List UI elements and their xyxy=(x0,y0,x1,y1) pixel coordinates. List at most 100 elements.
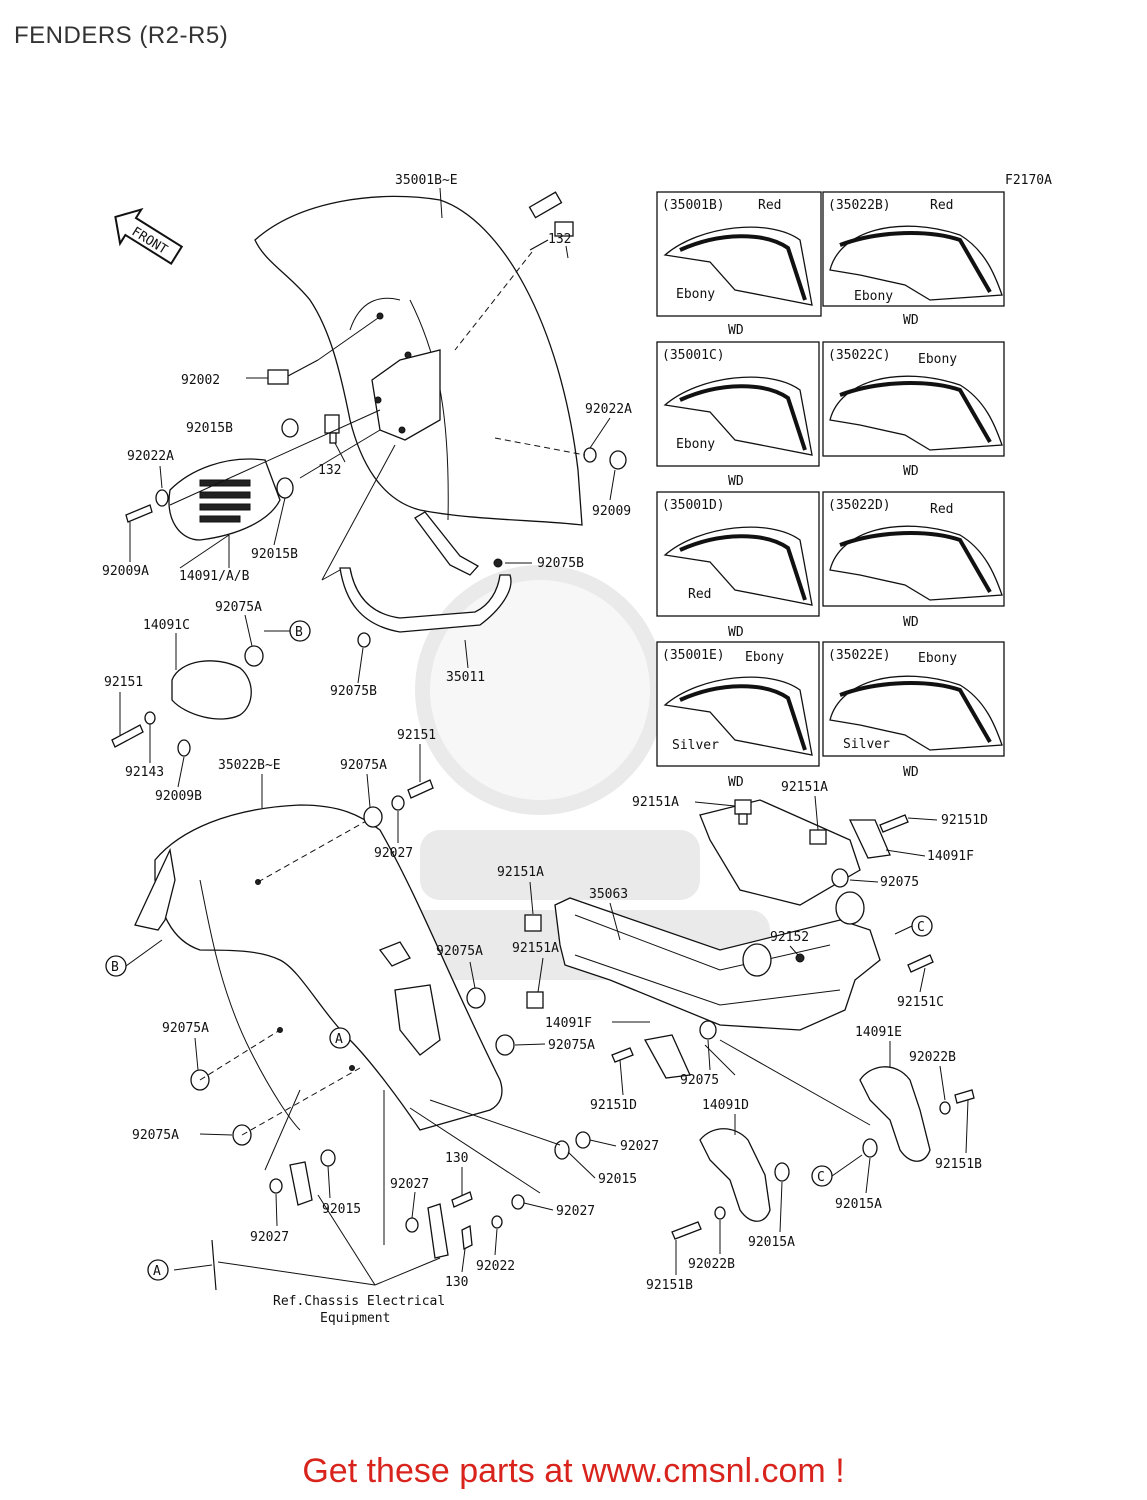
variant-box-35022B: (35022B) Red Ebony WD xyxy=(822,191,1005,328)
bolt-92009B xyxy=(177,739,191,757)
part-label: 132 xyxy=(548,232,571,247)
leader-lines xyxy=(119,245,969,1275)
cover-14091E xyxy=(859,1066,931,1162)
wd-label: WD xyxy=(903,313,919,328)
ref-note-line2: Equipment xyxy=(320,1311,390,1326)
bracket-14091F-top xyxy=(848,819,891,859)
part-label: 92009B xyxy=(155,789,202,804)
color-label: Ebony xyxy=(918,352,957,367)
bolt-92151D-low xyxy=(611,1047,634,1063)
washer-92022B-right xyxy=(939,1101,951,1115)
screw-130-top xyxy=(451,1191,473,1208)
spacer-92027-top xyxy=(391,795,405,811)
front-fender-cover-14091 xyxy=(168,458,281,541)
bolt-92151B-left xyxy=(671,1221,702,1240)
watermark-logo xyxy=(340,565,770,980)
part-label: 92022B xyxy=(909,1050,956,1065)
part-label: 92151B xyxy=(646,1278,693,1293)
bolt-92151B-right xyxy=(954,1089,975,1104)
part-label: 35011 xyxy=(446,670,485,685)
callout-A-mid: A xyxy=(329,1027,351,1049)
ref-note-line1: Ref.Chassis Electrical xyxy=(273,1294,445,1309)
svg-text:B: B xyxy=(295,625,303,640)
color-label: Red xyxy=(930,502,953,517)
part-label: 92151 xyxy=(104,675,143,690)
part-label: 92151A xyxy=(632,795,679,810)
variant-code: (35001E) xyxy=(662,648,725,663)
spacer-92027-low2 xyxy=(405,1217,419,1233)
part-label: 92015 xyxy=(598,1172,637,1187)
callout-B-top: B xyxy=(289,620,311,642)
part-label: 130 xyxy=(445,1275,468,1290)
spacer-92027-low1 xyxy=(269,1178,283,1194)
bracket-rear-right xyxy=(427,1203,449,1259)
collar-92015B-lower xyxy=(276,477,294,499)
variant-box-35022C: (35022C) Ebony WD xyxy=(822,341,1005,479)
variant-code: (35001B) xyxy=(662,198,725,213)
wd-label: WD xyxy=(728,323,744,338)
part-label: 92075A xyxy=(436,944,483,959)
part-label: 92022B xyxy=(688,1257,735,1272)
bolt-92151C xyxy=(907,954,934,973)
wd-label: WD xyxy=(903,464,919,479)
color-label: Ebony xyxy=(918,651,957,666)
part-label: 92022 xyxy=(476,1259,515,1274)
variant-code: (35001C) xyxy=(662,348,725,363)
variant-code: (35022D) xyxy=(828,498,891,513)
washer-92022A-left xyxy=(155,489,169,507)
bracket-14091F-low xyxy=(643,1034,691,1079)
part-label: 130 xyxy=(445,1151,468,1166)
page-title: FENDERS (R2-R5) xyxy=(14,22,229,49)
variant-code: (35001D) xyxy=(662,498,725,513)
variant-box-35022D: (35022D) Red WD xyxy=(822,491,1005,630)
part-label: 35001B~E xyxy=(395,173,458,188)
color-label: Ebony xyxy=(745,650,784,665)
part-label: 14091E xyxy=(855,1025,902,1040)
svg-text:C: C xyxy=(917,920,925,935)
part-label: 92027 xyxy=(556,1204,595,1219)
bolt-92151-cover xyxy=(111,724,144,748)
part-label: 92075A xyxy=(162,1021,209,1036)
get-parts-link[interactable]: Get these parts at www.cmsnl.com ! xyxy=(302,1452,845,1490)
part-label: 92015A xyxy=(835,1197,882,1212)
part-label: 92075B xyxy=(537,556,584,571)
color-label: Red xyxy=(930,198,953,213)
part-label: 92151 xyxy=(397,728,436,743)
variant-box-35001D: (35001D) Red WD xyxy=(656,491,820,640)
wd-label: WD xyxy=(728,625,744,640)
part-label: 92151B xyxy=(935,1157,982,1172)
washer-92143 xyxy=(144,711,156,725)
part-label: 14091F xyxy=(545,1016,592,1031)
variant-box-35001B: (35001B) Red Ebony WD xyxy=(656,191,822,338)
drawing-code: F2170A xyxy=(1005,173,1052,188)
wd-label: WD xyxy=(903,615,919,630)
variant-code: (35022E) xyxy=(828,648,891,663)
part-label: 92075 xyxy=(880,875,919,890)
part-label: 92027 xyxy=(374,846,413,861)
collar-92015-right xyxy=(554,1140,570,1160)
collar-92015-low xyxy=(320,1149,336,1167)
part-label: 92015B xyxy=(251,547,298,562)
part-label: 92075A xyxy=(340,758,387,773)
part-label: 92027 xyxy=(620,1139,659,1154)
collar-92015B-upper xyxy=(281,418,299,438)
part-labels: 35001B~E 132 92002 92015B 92022A 92022A … xyxy=(102,173,988,1293)
fender-stay-35011 xyxy=(339,511,512,633)
cover-14091C xyxy=(171,660,252,720)
color-label: Silver xyxy=(672,738,719,753)
bracket-92015-left xyxy=(289,1161,313,1206)
part-label: 92075B xyxy=(330,684,377,699)
grommet-92075-top xyxy=(831,868,849,888)
fender-frame-35063 xyxy=(554,799,881,1031)
callout-A-bottom: A xyxy=(147,1259,169,1281)
part-label: 92022A xyxy=(585,402,632,417)
color-label: Red xyxy=(758,198,781,213)
svg-text:C: C xyxy=(817,1170,825,1185)
part-label: 92027 xyxy=(250,1230,289,1245)
cover-14091D xyxy=(699,1128,771,1222)
color-label: Red xyxy=(688,587,711,602)
part-label: 14091F xyxy=(927,849,974,864)
part-label: 92151A xyxy=(512,941,559,956)
grommet-92075A-rear-mid2 xyxy=(495,1034,515,1056)
part-label: 132 xyxy=(318,463,341,478)
